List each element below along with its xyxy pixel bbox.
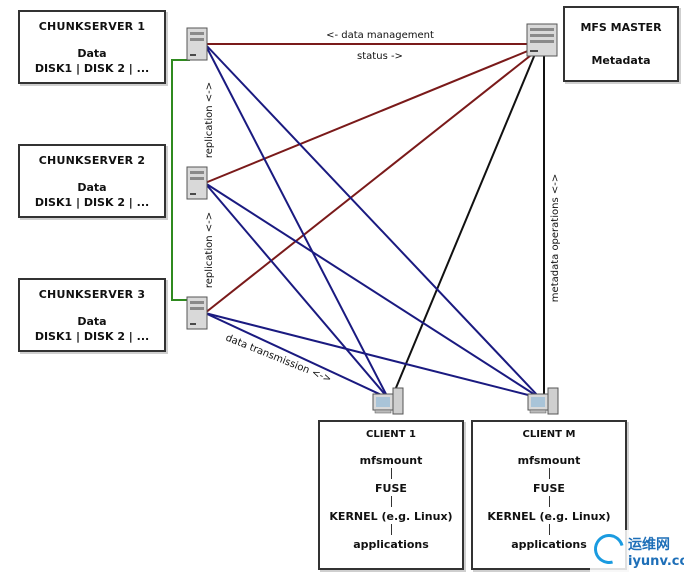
mfs-master-box: MFS MASTER Metadata xyxy=(563,6,679,82)
client-1-box: CLIENT 1 mfsmount FUSE KERNEL (e.g. Linu… xyxy=(318,420,464,570)
replication-bracket xyxy=(171,59,190,301)
client-stack: mfsmount FUSE KERNEL (e.g. Linux) applic… xyxy=(473,454,625,551)
chunkserver-title: CHUNKSERVER 3 xyxy=(38,288,146,301)
line-cs3-clientm xyxy=(204,312,541,399)
master-title: MFS MASTER xyxy=(580,21,662,34)
line-cs2-clientm xyxy=(204,182,541,399)
client-item-mfsmount: mfsmount xyxy=(517,454,581,467)
client-item-kernel: KERNEL (e.g. Linux) xyxy=(487,510,611,523)
chunkserver-title: CHUNKSERVER 1 xyxy=(38,20,146,33)
watermark-cn: 运维网 xyxy=(628,537,670,553)
chunkserver-data-label: Data xyxy=(77,315,107,328)
server-icon-cs2 xyxy=(186,166,208,200)
label-replication-2: replication <-> xyxy=(204,212,215,288)
stack-separator xyxy=(548,496,550,507)
client-item-kernel: KERNEL (e.g. Linux) xyxy=(329,510,453,523)
client-title: CLIENT 1 xyxy=(366,429,416,440)
stack-separator xyxy=(390,496,392,507)
stack-separator xyxy=(548,524,550,535)
line-master-cs2 xyxy=(204,47,536,184)
label-status: status -> xyxy=(357,51,403,62)
server-icon-cs3 xyxy=(186,296,208,330)
server-icon-master xyxy=(526,23,558,57)
watermark-logo-icon xyxy=(588,528,630,570)
line-cs2-client1 xyxy=(204,182,389,399)
computer-icon-clientm xyxy=(527,387,559,415)
chunkserver-3-box: CHUNKSERVER 3 Data DISK1 | DISK 2 | ... xyxy=(18,278,166,352)
chunkserver-data-label: Data xyxy=(77,47,107,60)
client-stack: mfsmount FUSE KERNEL (e.g. Linux) applic… xyxy=(320,454,462,551)
chunkserver-disks: DISK1 | DISK 2 | ... xyxy=(34,330,150,343)
line-master-cs3 xyxy=(204,51,536,314)
stack-separator xyxy=(390,468,392,479)
chunkserver-title: CHUNKSERVER 2 xyxy=(38,154,146,167)
computer-icon-client1 xyxy=(372,387,404,415)
chunkserver-2-box: CHUNKSERVER 2 Data DISK1 | DISK 2 | ... xyxy=(18,144,166,218)
chunkserver-1-box: CHUNKSERVER 1 Data DISK1 | DISK 2 | ... xyxy=(18,10,166,84)
client-item-fuse: FUSE xyxy=(533,482,565,495)
chunkserver-disks: DISK1 | DISK 2 | ... xyxy=(34,196,150,209)
line-cs1-clientm xyxy=(204,43,541,399)
stack-separator xyxy=(548,468,550,479)
line-cs1-client1 xyxy=(204,43,389,399)
client-title: CLIENT M xyxy=(522,429,576,440)
client-item-mfsmount: mfsmount xyxy=(359,454,423,467)
line-master-client1 xyxy=(392,53,536,396)
chunkserver-data-label: Data xyxy=(77,181,107,194)
client-item-fuse: FUSE xyxy=(375,482,407,495)
server-icon-cs1 xyxy=(186,27,208,61)
watermark: 运维网 iyunv.com xyxy=(588,528,684,574)
label-data-management: <- data management xyxy=(326,30,434,41)
chunkserver-disks: DISK1 | DISK 2 | ... xyxy=(34,62,150,75)
line-cs3-client1 xyxy=(204,312,389,399)
client-item-applications: applications xyxy=(511,538,587,551)
label-metadata-operations: metadata operations <-> xyxy=(550,174,561,302)
stack-separator xyxy=(390,524,392,535)
client-item-applications: applications xyxy=(353,538,429,551)
watermark-en: iyunv.com xyxy=(628,554,684,569)
master-metadata: Metadata xyxy=(591,54,651,67)
label-replication-1: replication <-> xyxy=(204,82,215,158)
